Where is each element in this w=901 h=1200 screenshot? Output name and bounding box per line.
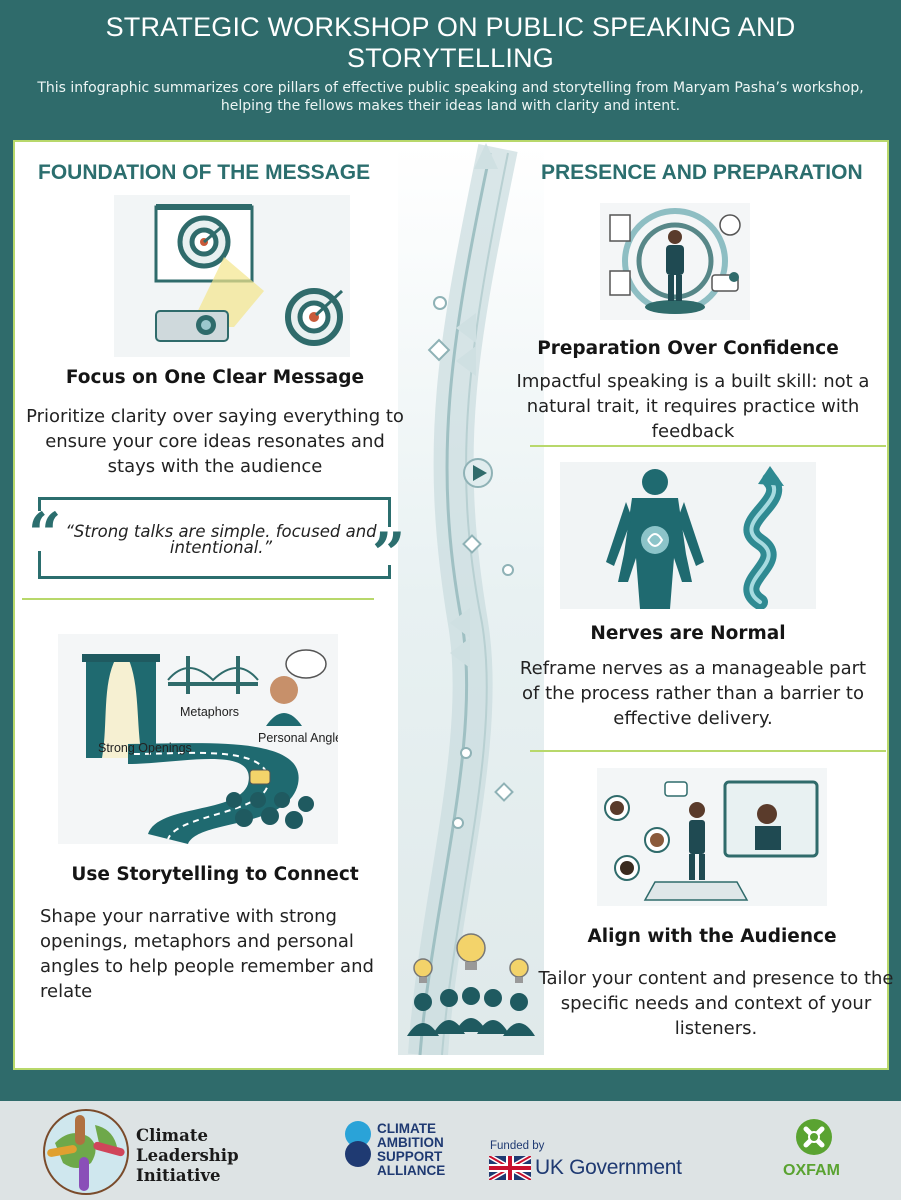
storytelling-title: Use Storytelling to Connect [71,864,359,885]
right-divider-2 [530,750,886,752]
uk-government-text: UK Government [535,1156,682,1179]
focus-message-title: Focus on One Clear Message [65,367,365,388]
open-quote-icon: “ [28,500,62,568]
casa-logo-icon [345,1121,371,1167]
nerves-title: Nerves are Normal [590,623,786,644]
preparation-body: Impactful speaking is a built skill: not… [516,371,870,442]
funded-by-label: Funded by [490,1140,545,1152]
lightbulb-audience-illustration [407,933,535,1036]
nerves-illustration [560,462,816,609]
page-subtitle: This infographic summarizes core pillars… [37,80,864,114]
target-projector-illustration [114,195,350,357]
storytelling-body: Shape your narrative with strong opening… [40,906,374,1002]
oxfam-text: OXFAM [783,1162,840,1179]
close-quote-icon: ” [372,520,406,588]
audience-body: Tailor your content and presence to the … [538,968,894,1039]
quote-frame-gap [361,527,397,565]
footer [0,1101,901,1200]
climate-leadership-logo [43,1109,129,1195]
quote-text: “Strong talks are simple. focused and in… [65,522,377,557]
oxfam-logo-icon [796,1119,832,1155]
preparation-title: Preparation Over Confidence [537,338,839,359]
personal-angle-label: Personal Angle [258,731,338,745]
audience-illustration [597,768,827,906]
quote-box: “ ” “Strong talks are simple. focused an… [28,497,405,583]
climate-leadership-text: Climate Leadership Initiative [136,1126,239,1185]
strong-openings-label: Strong Openings [98,741,192,755]
right-section-title: PRESENCE AND PREPARATION [541,161,863,184]
union-jack-icon [489,1156,531,1180]
path-illustration [398,143,544,1055]
left-section-title: FOUNDATION OF THE MESSAGE [38,161,371,184]
metaphors-label: Metaphors [180,705,239,719]
casa-text: CLIMATE AMBITION SUPPORT ALLIANCE [377,1121,446,1178]
focus-message-body: Prioritize clarity over saying everythin… [26,406,404,477]
storytelling-road-illustration: Metaphors Strong Openings Personal Angle [58,634,338,844]
page-title: STRATEGIC WORKSHOP ON PUBLIC SPEAKING AN… [105,12,796,73]
speaker-preparation-illustration [600,203,750,320]
left-divider [22,598,374,600]
audience-title: Align with the Audience [587,926,837,947]
right-divider-1 [530,445,886,447]
quote-frame-gap [32,511,62,551]
nerves-body: Reframe nerves as a manageable part of t… [519,658,867,729]
